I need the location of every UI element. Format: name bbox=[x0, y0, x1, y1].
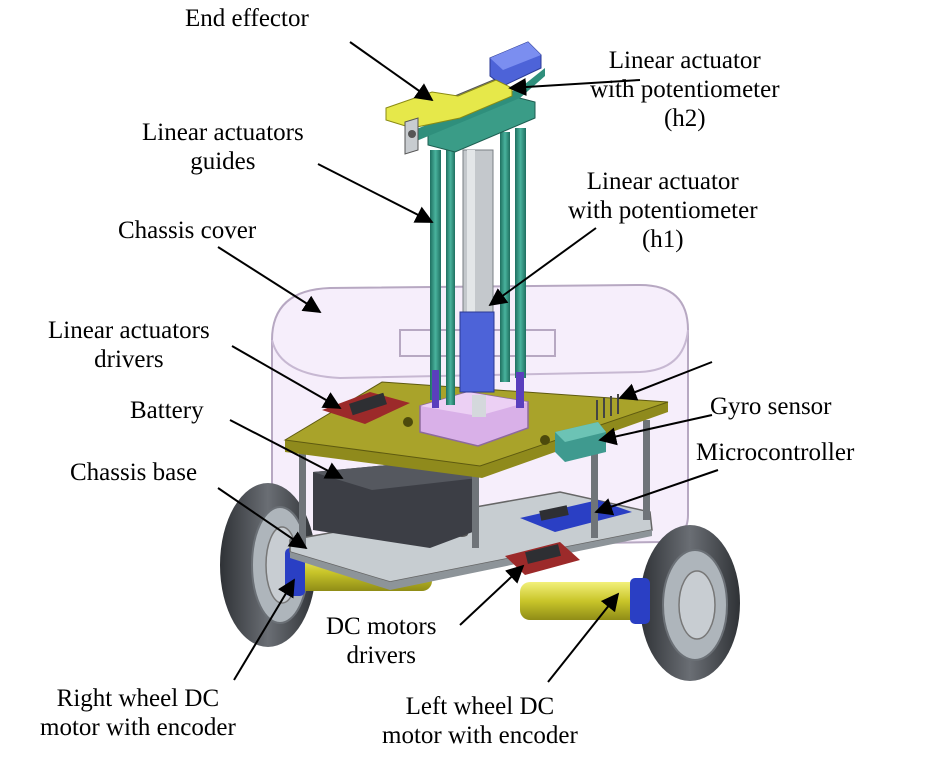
label-actuators-guides: Linear actuators guides bbox=[142, 119, 304, 175]
linear-actuators-drivers bbox=[322, 392, 410, 424]
label-actuators-drivers: Linear actuators drivers bbox=[48, 317, 210, 373]
left-wheel-motor bbox=[520, 578, 650, 624]
label-left-motor: Left wheel DC motor with encoder bbox=[382, 693, 578, 749]
linear-actuators-guides bbox=[430, 128, 526, 408]
arrow-actuators-guides bbox=[317, 163, 434, 223]
leader-arrows bbox=[217, 41, 719, 683]
arrow-actuator-h2 bbox=[508, 78, 641, 96]
end-effector bbox=[385, 79, 513, 155]
arrow-chassis-base bbox=[217, 487, 308, 550]
arrow-battery bbox=[229, 419, 344, 479]
label-dc-drivers: DC motors drivers bbox=[326, 613, 437, 669]
arrow-actuators-drivers bbox=[231, 345, 342, 409]
arrow-end-effector bbox=[349, 41, 434, 102]
label-chassis-base: Chassis base bbox=[70, 459, 198, 486]
arrow-chassis-cover bbox=[217, 246, 322, 313]
arrow-actuator-h1 bbox=[488, 227, 597, 307]
arrow-gyro-sensor bbox=[598, 414, 713, 446]
label-microcontroller: Microcontroller bbox=[696, 439, 855, 466]
arrow-right-motor bbox=[233, 578, 295, 681]
label-actuator-h2: Linear actuator with potentiometer (h2) bbox=[590, 47, 780, 132]
arrow-left-motor bbox=[547, 592, 620, 683]
standoff-posts bbox=[299, 420, 650, 548]
left-wheel bbox=[640, 525, 740, 681]
arrow-microcontroller bbox=[594, 469, 719, 516]
linear-actuator-h1 bbox=[459, 149, 495, 417]
label-actuator-h1: Linear actuator with potentiometer (h1) bbox=[568, 168, 758, 253]
gyro-sensor-module bbox=[555, 394, 619, 462]
label-chassis-cover: Chassis cover bbox=[118, 217, 257, 244]
label-right-motor: Right wheel DC motor with encoder bbox=[40, 685, 236, 741]
label-gyro-sensor: Gyro sensor bbox=[710, 393, 832, 420]
arrow-dc-drivers bbox=[459, 564, 525, 626]
label-battery: Battery bbox=[130, 397, 204, 424]
label-end-effector: End effector bbox=[185, 5, 309, 32]
arrow-gyro-pins bbox=[618, 361, 713, 401]
